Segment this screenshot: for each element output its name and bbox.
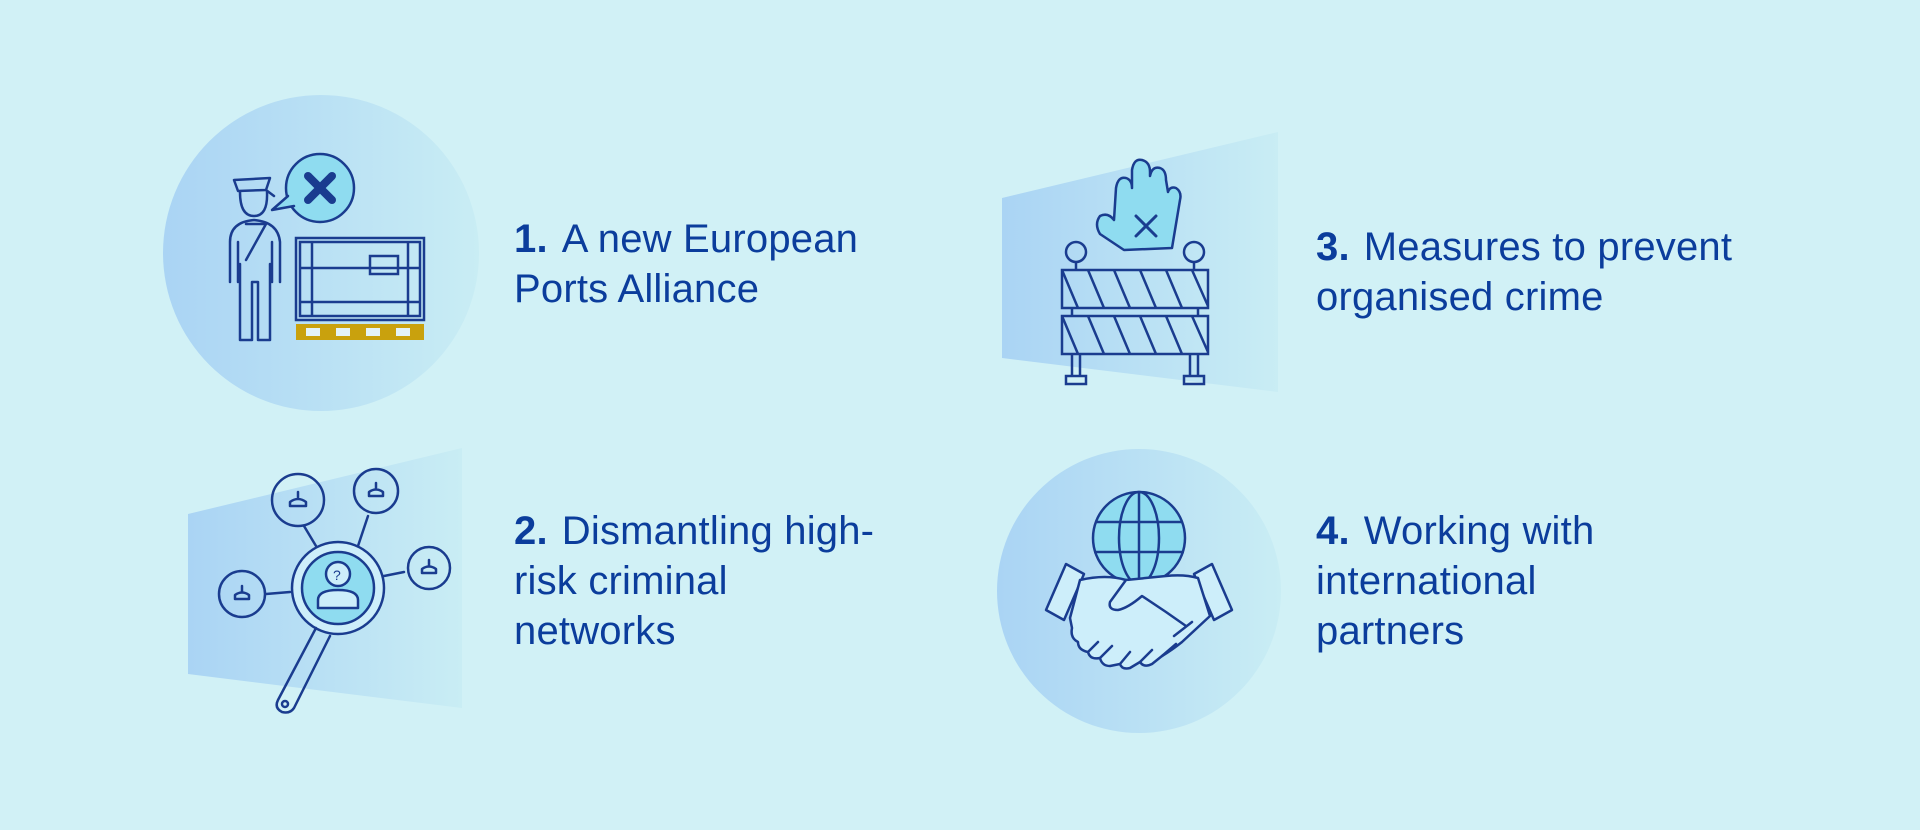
customs-officer-container-icon	[160, 92, 482, 414]
measure-label-1: 1.A new European Ports Alliance	[514, 214, 894, 314]
measure-number-4: 4.	[1316, 509, 1350, 553]
measure-number-2: 2.	[514, 509, 548, 553]
measure-text-4: Working with international partners	[1316, 509, 1595, 653]
measure-text-1: A new European Ports Alliance	[514, 217, 859, 311]
magnifier-network-icon: ?	[186, 446, 466, 716]
measure-text-3: Measures to prevent organised crime	[1316, 225, 1733, 319]
globe-handshake-icon	[996, 446, 1282, 736]
measure-text-2: Dismantling high-risk criminal networks	[514, 509, 875, 653]
measure-number-3: 3.	[1316, 225, 1350, 269]
measure-label-2: 2.Dismantling high-risk criminal network…	[514, 506, 894, 656]
stop-hand-barrier-icon	[1000, 130, 1282, 392]
measure-label-4: 4.Working with international partners	[1316, 506, 1676, 656]
measure-number-1: 1.	[514, 217, 548, 261]
svg-text:?: ?	[333, 567, 341, 583]
measure-label-3: 3.Measures to prevent organised crime	[1316, 222, 1756, 322]
